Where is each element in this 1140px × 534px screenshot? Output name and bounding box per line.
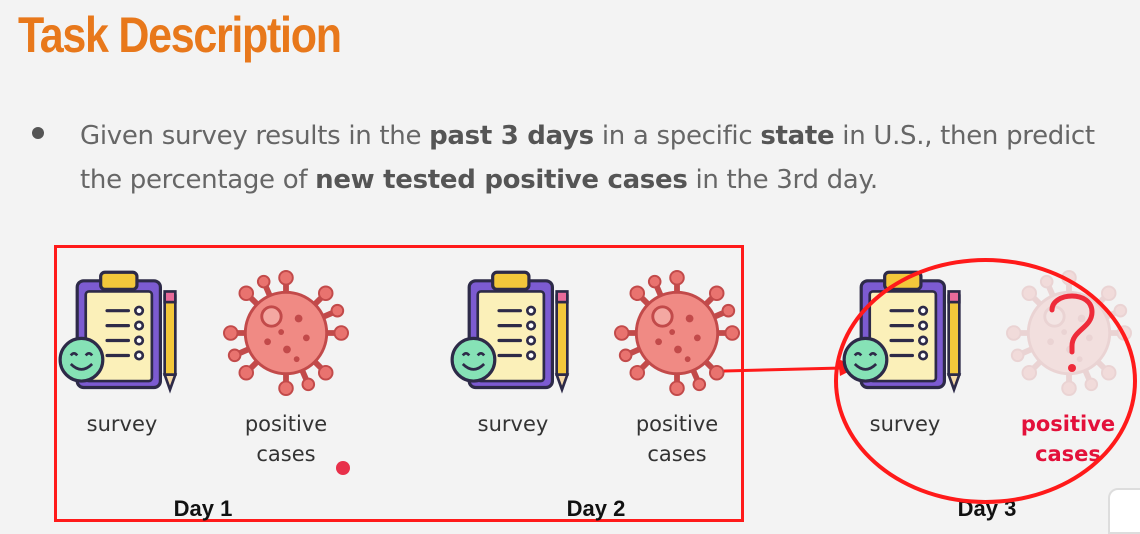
text-part: in a specific [593, 121, 761, 151]
clipboard-survey-icon [58, 268, 186, 396]
text-bold: past 3 days [429, 121, 594, 151]
page-title: Task Description [18, 7, 342, 63]
cases-label: cases [647, 442, 707, 466]
target-day-highlight-circle [834, 258, 1137, 504]
pointer-dot [336, 461, 350, 475]
day-label: Day 1 [173, 496, 233, 521]
survey-label: survey [477, 412, 549, 436]
day-label: Day 2 [566, 496, 626, 521]
clipboard-survey-icon [450, 268, 578, 396]
positive-label: positive [635, 412, 719, 436]
text-part: Given survey results in the [80, 121, 430, 151]
input-days-highlight-box [54, 245, 744, 522]
virus-icon [223, 270, 349, 396]
survey-label: survey [86, 412, 158, 436]
text-part: in the 3rd day. [687, 165, 878, 195]
cases-label: cases [256, 442, 316, 466]
text-part: in U.S., then predict the percentage of [80, 121, 1095, 195]
text-bold: state [760, 121, 835, 151]
corner-widget[interactable] [1108, 488, 1140, 534]
virus-icon [614, 270, 740, 396]
task-description-text: Given survey results in the past 3 days … [80, 114, 1130, 202]
text-bold: new tested positive cases [315, 165, 688, 195]
positive-label: positive [244, 412, 328, 436]
bullet-point [32, 127, 44, 139]
